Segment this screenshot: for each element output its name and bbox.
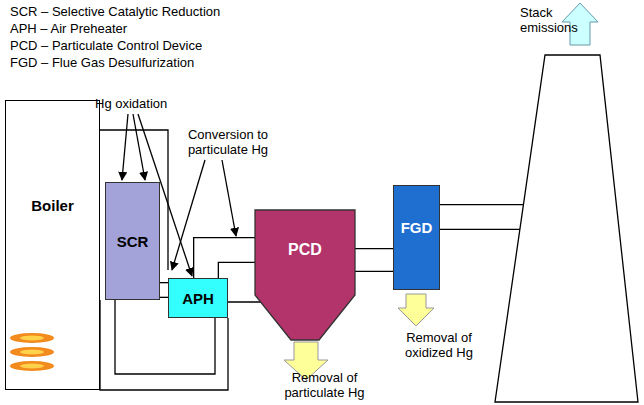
node-label: APH (182, 290, 214, 307)
process-note: Conversion to particulate Hg (178, 127, 278, 157)
stack-outline (520, 50, 640, 400)
abbreviation-note: FGD – Flue Gas Desulfurization (10, 55, 310, 70)
node-label: FGD (401, 219, 433, 236)
flue-gas-duct (160, 290, 168, 291)
removal-arrow (398, 294, 434, 326)
node-label: Boiler (31, 197, 74, 214)
flue-gas-duct (206, 250, 255, 278)
duct-wall (228, 301, 262, 302)
stack: Stack emissions (520, 50, 640, 400)
node-label: SCR (117, 233, 149, 250)
process-note: Removal of particulate Hg (272, 370, 377, 400)
node-label: Stack emissions (520, 5, 580, 35)
aph-box: APH (168, 278, 228, 318)
boiler-box: Boiler (5, 100, 100, 390)
abbreviation-note: PCD – Particulate Control Device (10, 38, 310, 53)
flue-gas-duct (440, 217, 523, 218)
abbreviation-note: SCR – Selective Catalytic Reduction (10, 4, 310, 19)
flue-gas-duct (355, 260, 393, 261)
pcd-outline (255, 210, 355, 340)
node-label: PCD (288, 241, 322, 259)
burner-flames (10, 333, 54, 371)
pcd-hopper: PCD (255, 210, 355, 340)
process-note: Hg oxidation (95, 96, 215, 111)
fgd-box: FGD (393, 185, 440, 290)
abbreviation-note: APH – Air Preheater (10, 21, 310, 36)
process-note: Removal of oxidized Hg (384, 330, 494, 360)
scr-box: SCR (105, 182, 160, 300)
